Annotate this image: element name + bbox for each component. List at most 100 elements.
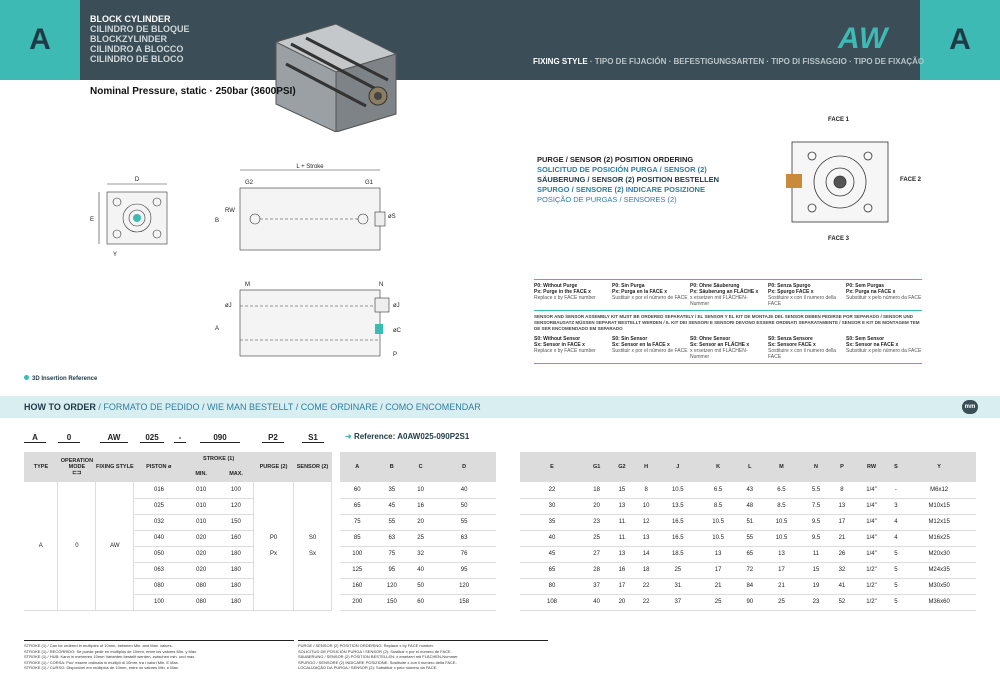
sensor-order-note: SENSOR AND SENSOR ASSEMBLY KIT MUST BE O… [534, 314, 920, 331]
arrow-icon: ➜ [345, 432, 354, 441]
sensor-legend-b2: Sx: Sensor en la FACE x [612, 342, 670, 348]
th-sensor: SENSOR (2) [293, 452, 332, 482]
code-piston: 025 [140, 433, 164, 443]
purge-legend-b1: P0: Ohne Säuberung [690, 283, 740, 289]
cell-dim-a: 100 [340, 546, 375, 563]
cell-dim-rw: 1/4" [853, 482, 890, 499]
th-dim-y: Y [902, 452, 976, 482]
purge-legend-n: Substituir x pelo número da FACE [846, 295, 922, 301]
code-fix: AW [100, 433, 128, 443]
cell-dim-l: 65 [738, 546, 762, 563]
sensor-legend-n: Replace x by FACE number [534, 348, 596, 354]
series-code: AW [838, 22, 889, 55]
sensor-opt: S0 [308, 534, 317, 541]
sensor-legend-b2: Sx: Sensor in FACE x [534, 342, 585, 348]
cell-max: 150 [218, 514, 254, 531]
cell-dim-p: 32 [830, 562, 854, 579]
cell-dim-c: 16 [409, 498, 433, 515]
cell-dim-b: 35 [374, 482, 410, 499]
unit-badge: mm [962, 400, 978, 414]
cell-piston: 040 [133, 530, 184, 547]
cell-dim-k: 13 [697, 546, 739, 563]
th-dim-g2: G2 [609, 452, 635, 482]
cell-piston: 100 [133, 594, 184, 611]
th-dim-m: M [761, 452, 802, 482]
cell-max: 100 [218, 482, 254, 499]
technical-drawing: D E Y L + Stroke G2 G1 B RW øS M N øJ øJ… [90, 164, 402, 358]
reference-label: Reference: [353, 432, 396, 441]
cell-dim-d: 120 [432, 578, 509, 595]
purge-legend-b2: Px: Spurgo FACE x [768, 289, 814, 295]
cell-dim-n: 7.5 [801, 498, 831, 515]
cell-dim-c: 40 [409, 562, 433, 579]
cell-max: 120 [218, 498, 254, 515]
code-op: 0 [58, 433, 80, 443]
3d-insertion-reference[interactable]: 3D Insertion Reference [24, 375, 97, 382]
cell-fix: AW [95, 482, 135, 611]
cell-dim-l: 90 [738, 594, 762, 611]
dim-j-left: øJ [225, 303, 232, 309]
th-max: MAX. [218, 466, 254, 482]
purge-opt: Px [270, 550, 278, 557]
cell-dim-k: 17 [697, 562, 739, 579]
cell-max: 180 [218, 546, 254, 563]
face-diagram [786, 141, 889, 223]
reference: ➜ Reference: A0AW025-090P2S1 [345, 432, 469, 441]
purge-line-en: PURGE / SENSOR (2) POSITION ORDERING [537, 155, 694, 164]
cell-dim-p: 13 [830, 498, 854, 515]
dim-p: P [393, 352, 397, 358]
header-band [80, 0, 920, 80]
cell-min: 020 [183, 530, 219, 547]
legend-divider [534, 363, 922, 364]
th-dim-s: S [889, 452, 903, 482]
cell-dim-rw: 1/4" [853, 498, 890, 515]
cell-dim-a: 200 [340, 594, 375, 611]
cell-type: A [24, 482, 59, 611]
purge-legend-b2: Px: Purge in the FACE x [534, 289, 591, 295]
stroke-footnote: STROKE (1) / Can be ordered in multiples… [24, 640, 294, 671]
dim-s: øS [388, 214, 396, 220]
cell-dim-k: 10.5 [697, 530, 739, 547]
cell-dim-l: 72 [738, 562, 762, 579]
cell-dim-l: 84 [738, 578, 762, 595]
cell-dim-b: 120 [374, 578, 410, 595]
cell-dim-g1: 20 [583, 498, 610, 515]
order-table: TYPE OPERATION MODE⊏⊐ FIXING STYLE PISTO… [24, 452, 333, 611]
cell-dim-e: 22 [496, 482, 584, 499]
cell-dim-b: 63 [374, 530, 410, 547]
cell-dim-rw: 1/2" [853, 578, 890, 595]
cell-max: 180 [218, 562, 254, 579]
cell-dim-g2: 13 [609, 546, 635, 563]
sensor-legend-b1: S0: Ohne Sensor [690, 336, 731, 342]
cell-piston: 016 [133, 482, 184, 499]
cell-dim-rw: 1/4" [853, 546, 890, 563]
cell-dim-l: 55 [738, 530, 762, 547]
cell-dim-n: 5.5 [801, 482, 831, 499]
sensor-legend-b2: Sx: Sensore FACE x [768, 342, 816, 348]
cell-dim-g1: 28 [583, 562, 610, 579]
cell-dim-y: M10x15 [902, 498, 976, 515]
fixing-style-title: FIXING STYLE · TIPO DE FIJACIÓN · BEFEST… [533, 57, 924, 66]
cell-dim-y: M30x50 [902, 578, 976, 595]
cell-dim-b: 95 [374, 562, 410, 579]
dim-d: D [135, 177, 140, 183]
title-it: CILINDRO A BLOCCO [90, 44, 184, 54]
cell-piston: 025 [133, 498, 184, 515]
th-piston: PISTON ø [133, 452, 184, 482]
cell-piston: 032 [133, 514, 184, 531]
code-purge: P2 [262, 433, 284, 443]
cell-dim-s: 5 [889, 594, 903, 611]
cell-dim-g2: 16 [609, 562, 635, 579]
